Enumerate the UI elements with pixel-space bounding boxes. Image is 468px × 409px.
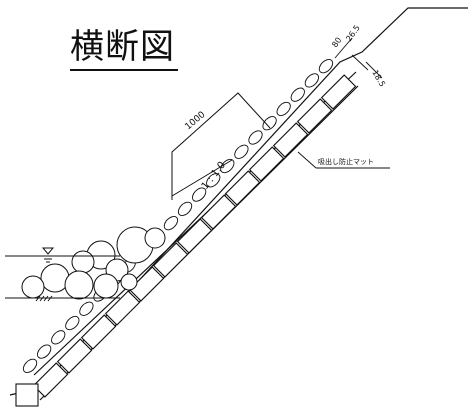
title-underline <box>70 69 178 71</box>
surface-rock <box>304 73 319 88</box>
surface-rock <box>318 59 334 74</box>
surface-rock <box>276 101 291 117</box>
slope-triangle-line <box>171 159 233 197</box>
armor-block <box>32 362 69 398</box>
surface-rock <box>220 158 235 174</box>
surface-rock <box>177 201 193 216</box>
armor-block <box>296 98 333 134</box>
armor-blocks <box>32 74 357 398</box>
toe-block <box>15 383 39 407</box>
boulder <box>120 273 138 291</box>
armor-block <box>56 338 93 374</box>
hatch-line <box>47 295 53 302</box>
armor-block <box>200 194 237 230</box>
page-title: 横断図 <box>70 27 175 67</box>
surface-rock <box>192 187 207 202</box>
hatch-line <box>43 295 49 302</box>
boulder <box>64 270 94 300</box>
surface-rock <box>79 301 94 316</box>
surface-rock <box>51 330 66 345</box>
foundation-block <box>15 383 39 407</box>
dim-line <box>365 61 383 79</box>
armor-block <box>224 170 261 206</box>
armor-block <box>152 242 189 278</box>
surface-rock <box>65 315 80 331</box>
top-dimensions <box>297 37 390 169</box>
armor-block <box>176 218 213 254</box>
dim-line <box>351 54 369 71</box>
surface-rock <box>234 144 249 159</box>
dim-top-2: 26.5 <box>344 23 362 43</box>
hatch-line <box>35 295 41 302</box>
dimension-bracket <box>171 92 271 200</box>
dim-top-1: 80 <box>330 36 343 50</box>
water-level-icon <box>41 247 55 255</box>
armor-block <box>248 146 285 182</box>
dimension-1000-bracket <box>171 92 271 200</box>
dim-side: 18.5 <box>370 69 387 89</box>
surface-rock <box>163 216 179 231</box>
surface-rocks <box>22 59 334 373</box>
surface-rock <box>22 358 38 373</box>
armor-block <box>104 290 141 326</box>
armor-block <box>320 74 357 110</box>
hatch-line <box>39 295 45 302</box>
armor-block <box>272 122 309 158</box>
armor-block <box>128 266 165 302</box>
mat-label: 吸出し防止マット <box>318 157 374 166</box>
leader-line <box>297 151 317 169</box>
dim-1000: 1000 <box>184 110 208 133</box>
slope-label: 1 : 1.0 <box>200 160 228 192</box>
boulder <box>93 273 119 299</box>
surface-rock <box>262 116 277 131</box>
surface-rock <box>37 344 52 359</box>
surface-rock <box>248 130 263 145</box>
boulder <box>144 227 166 249</box>
armor-block <box>80 314 117 350</box>
water-level <box>5 247 120 302</box>
surface-rock <box>290 87 305 102</box>
surface-rock <box>206 173 221 188</box>
dim-line <box>334 37 353 59</box>
boulder <box>21 275 45 299</box>
boulder <box>71 250 95 274</box>
